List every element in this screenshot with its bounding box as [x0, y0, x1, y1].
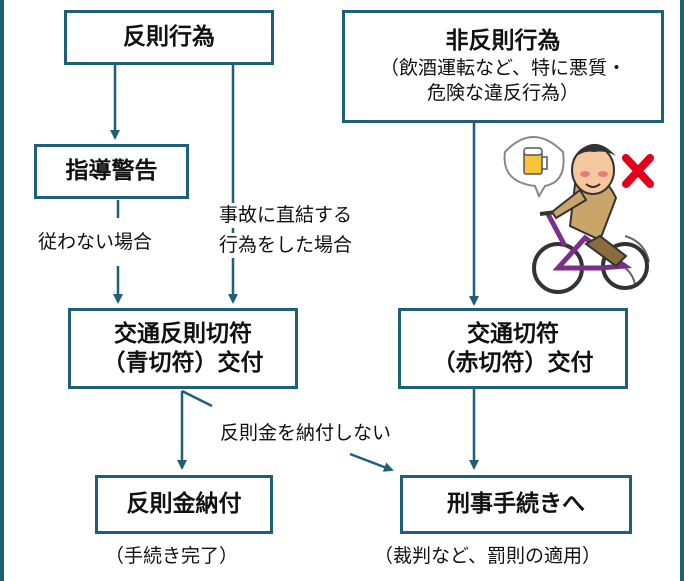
non-violation-box: 非反則行為 （飲酒運転など、特に悪質・ 危険な違反行為）: [342, 10, 664, 123]
non-violation-desc-2: 危険な違反行為）: [426, 81, 579, 104]
red-ticket-line-1: 交通切符: [467, 320, 559, 347]
label-accident-2: 行為をした場合: [219, 233, 353, 258]
frame-left-border: [0, 0, 4, 581]
red-ticket-line-2: （赤切符）交付: [432, 349, 594, 376]
label-not-comply: 従わない場合: [38, 230, 153, 255]
criminal-box: 刑事手続きへ: [400, 475, 632, 534]
beer-mug-icon: [503, 136, 565, 199]
prohibit-x-icon: [622, 154, 654, 188]
arrow-blue-to-criminal-end: [349, 452, 394, 472]
label-accident-1: 事故に直結する: [219, 203, 353, 228]
violation-box: 反則行為: [64, 10, 274, 65]
label-not-pay: 反則金を納付しない: [220, 421, 392, 446]
non-violation-title: 非反則行為: [445, 28, 561, 55]
payment-title: 反則金納付: [126, 491, 242, 518]
blue-ticket-line-1: 交通反則切符: [114, 320, 252, 347]
blue-ticket-box: 交通反則切符 （青切符）交付: [68, 308, 298, 389]
criminal-title: 刑事手続きへ: [447, 491, 585, 518]
payment-box: 反則金納付: [95, 475, 273, 534]
label-complete: （手続き完了）: [105, 544, 239, 569]
guidance-title: 指導警告: [65, 158, 158, 185]
guidance-box: 指導警告: [34, 144, 189, 199]
label-trial: （裁判など、罰則の適用）: [374, 544, 602, 569]
drunk-cyclist-icon: [532, 143, 650, 294]
arrow-blue-to-criminal-start: [181, 389, 213, 408]
red-ticket-box: 交通切符 （赤切符）交付: [398, 308, 628, 389]
frame-right-border: [680, 0, 684, 581]
violation-title: 反則行為: [123, 24, 215, 51]
blue-ticket-line-2: （青切符）交付: [102, 349, 264, 376]
non-violation-desc-1: （飲酒運転など、特に悪質・: [379, 57, 627, 80]
